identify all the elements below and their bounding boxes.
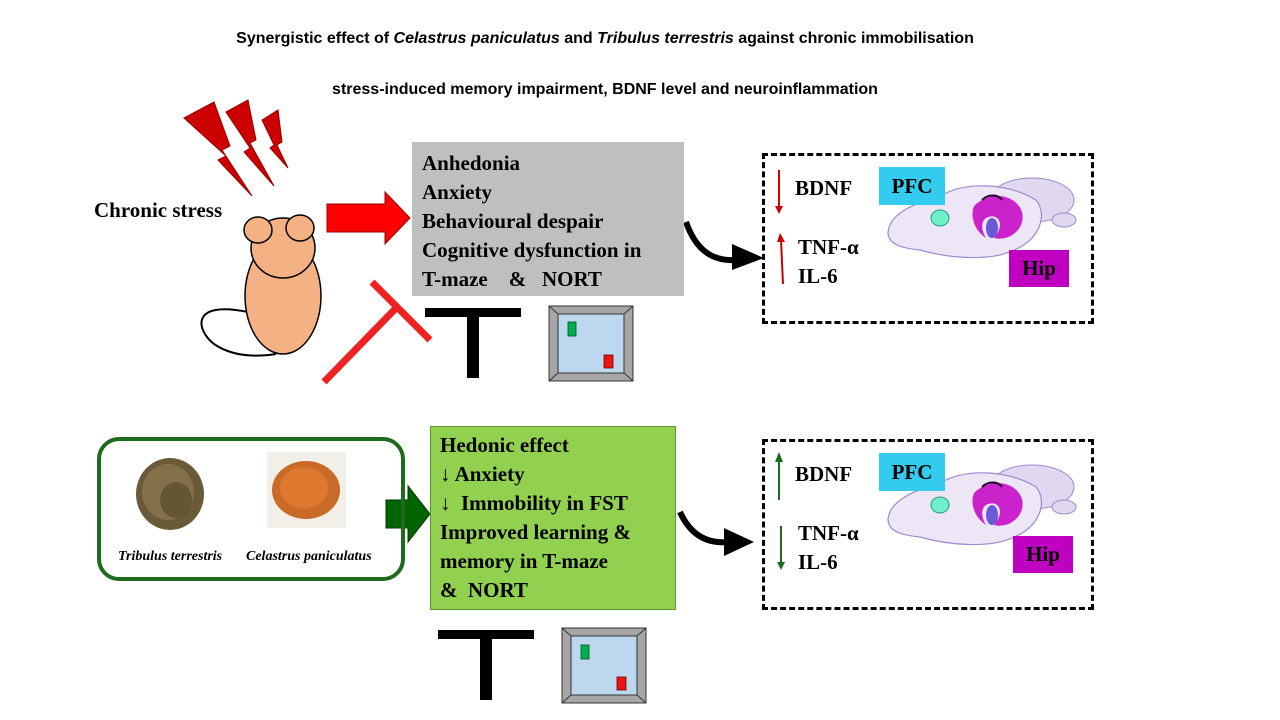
title-text: and — [559, 30, 598, 47]
lightning-icon — [183, 99, 289, 197]
hip-label: Hip — [1013, 536, 1073, 573]
title-line-1: Synergistic effect of Celastrus panicula… — [0, 30, 1210, 48]
bdnf-down-arrow-icon — [775, 170, 783, 214]
treatment-effect-item: ↓ Anxiety — [440, 462, 525, 486]
celastrus-paniculatus-image — [267, 452, 346, 528]
il6-label: IL-6 — [798, 264, 838, 288]
red-arrow-icon — [326, 190, 411, 246]
curved-arrow-icon — [683, 220, 764, 270]
mouse-icon — [200, 214, 322, 357]
t-maze-icon — [425, 308, 521, 378]
nort-box-icon — [561, 627, 647, 704]
curved-arrow-icon — [677, 510, 754, 556]
tnf-alpha-label: TNF-α — [798, 521, 859, 545]
nort-box-icon — [548, 305, 634, 382]
title-species-2: Tribulus terrestris — [597, 30, 734, 47]
treatment-effect-item: memory in T-maze — [440, 549, 608, 573]
stress-effect-item: Anxiety — [422, 180, 492, 204]
bdnf-up-arrow-icon — [775, 452, 783, 500]
stress-effect-item: Cognitive dysfunction in — [422, 238, 642, 262]
bdnf-label: BDNF — [795, 462, 853, 486]
hip-label: Hip — [1009, 250, 1069, 287]
cytokine-down-arrow-icon — [777, 526, 785, 570]
il6-label: IL-6 — [798, 550, 838, 574]
t-maze-icon — [438, 630, 534, 700]
stress-effect-item: Behavioural despair — [422, 209, 604, 233]
stress-effects-box: Anhedonia Anxiety Behavioural despair Co… — [412, 142, 684, 296]
stress-marker-box — [762, 153, 1094, 324]
tribulus-terrestris-label: Tribulus terrestris — [118, 549, 223, 564]
celastrus-paniculatus-label: Celastrus paniculatus — [246, 549, 372, 564]
herb-treatment-box — [97, 437, 405, 581]
tribulus-terrestris-image — [136, 458, 204, 530]
green-arrow-icon — [385, 484, 431, 544]
treatment-effect-item: ↓ Immobility in FST — [440, 491, 628, 515]
bdnf-label: BDNF — [795, 176, 853, 200]
treatment-effect-item: Hedonic effect — [440, 433, 569, 457]
title-text: Synergistic effect of — [236, 30, 394, 47]
title-species-1: Celastrus paniculatus — [393, 30, 560, 47]
treatment-effects-box: Hedonic effect ↓ Anxiety ↓ Immobility in… — [430, 426, 676, 610]
title-text: against chronic immobilisation — [733, 30, 974, 47]
treatment-effect-item: & NORT — [440, 578, 528, 602]
inhibition-icon — [321, 279, 433, 385]
title-line-2: stress-induced memory impairment, BDNF l… — [332, 81, 878, 98]
pfc-label: PFC — [879, 167, 945, 205]
treatment-marker-box — [762, 439, 1094, 610]
chronic-stress-label: Chronic stress — [94, 198, 223, 222]
cytokine-up-arrow-icon — [777, 233, 785, 285]
stress-effect-item: T-maze & NORT — [422, 267, 602, 291]
stress-effect-item: Anhedonia — [422, 151, 521, 175]
treatment-effect-item: Improved learning & — [440, 520, 631, 544]
tnf-alpha-label: TNF-α — [798, 235, 859, 259]
pfc-label: PFC — [879, 453, 945, 491]
